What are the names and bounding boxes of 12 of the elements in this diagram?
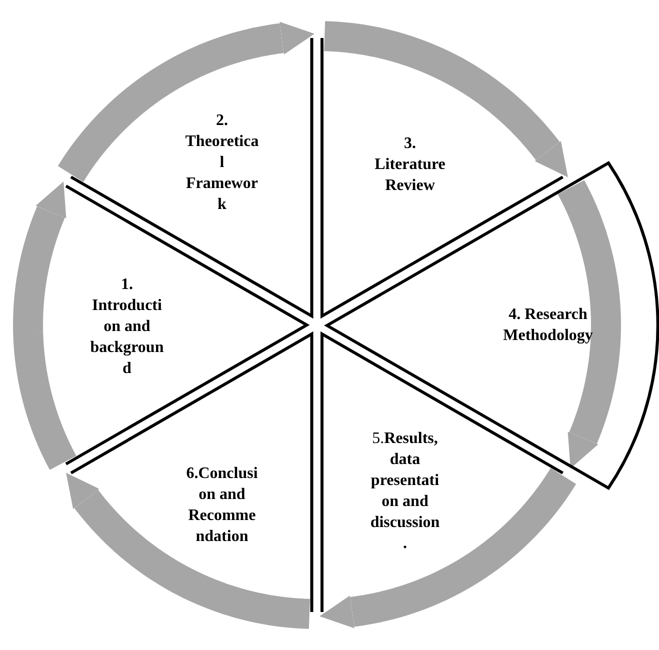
curved-arrow — [320, 466, 576, 628]
curved-arrow — [13, 182, 76, 472]
sector-label: 1. Introduction and background — [89, 275, 165, 379]
curved-arrow — [558, 178, 621, 468]
pie-sector — [69, 36, 314, 318]
curved-arrow — [58, 22, 314, 184]
sector-label: 5.Results, data presentation and discussion . — [369, 428, 441, 554]
sector-label: 6.Conclusion and Recommendation — [185, 464, 259, 547]
sector-label: 3. Literature Review — [374, 134, 446, 196]
pie-sector — [69, 332, 314, 614]
sector-label: 4. Research Methodology — [502, 305, 594, 346]
sector-label: 2. Theoretical Framework — [184, 110, 260, 215]
